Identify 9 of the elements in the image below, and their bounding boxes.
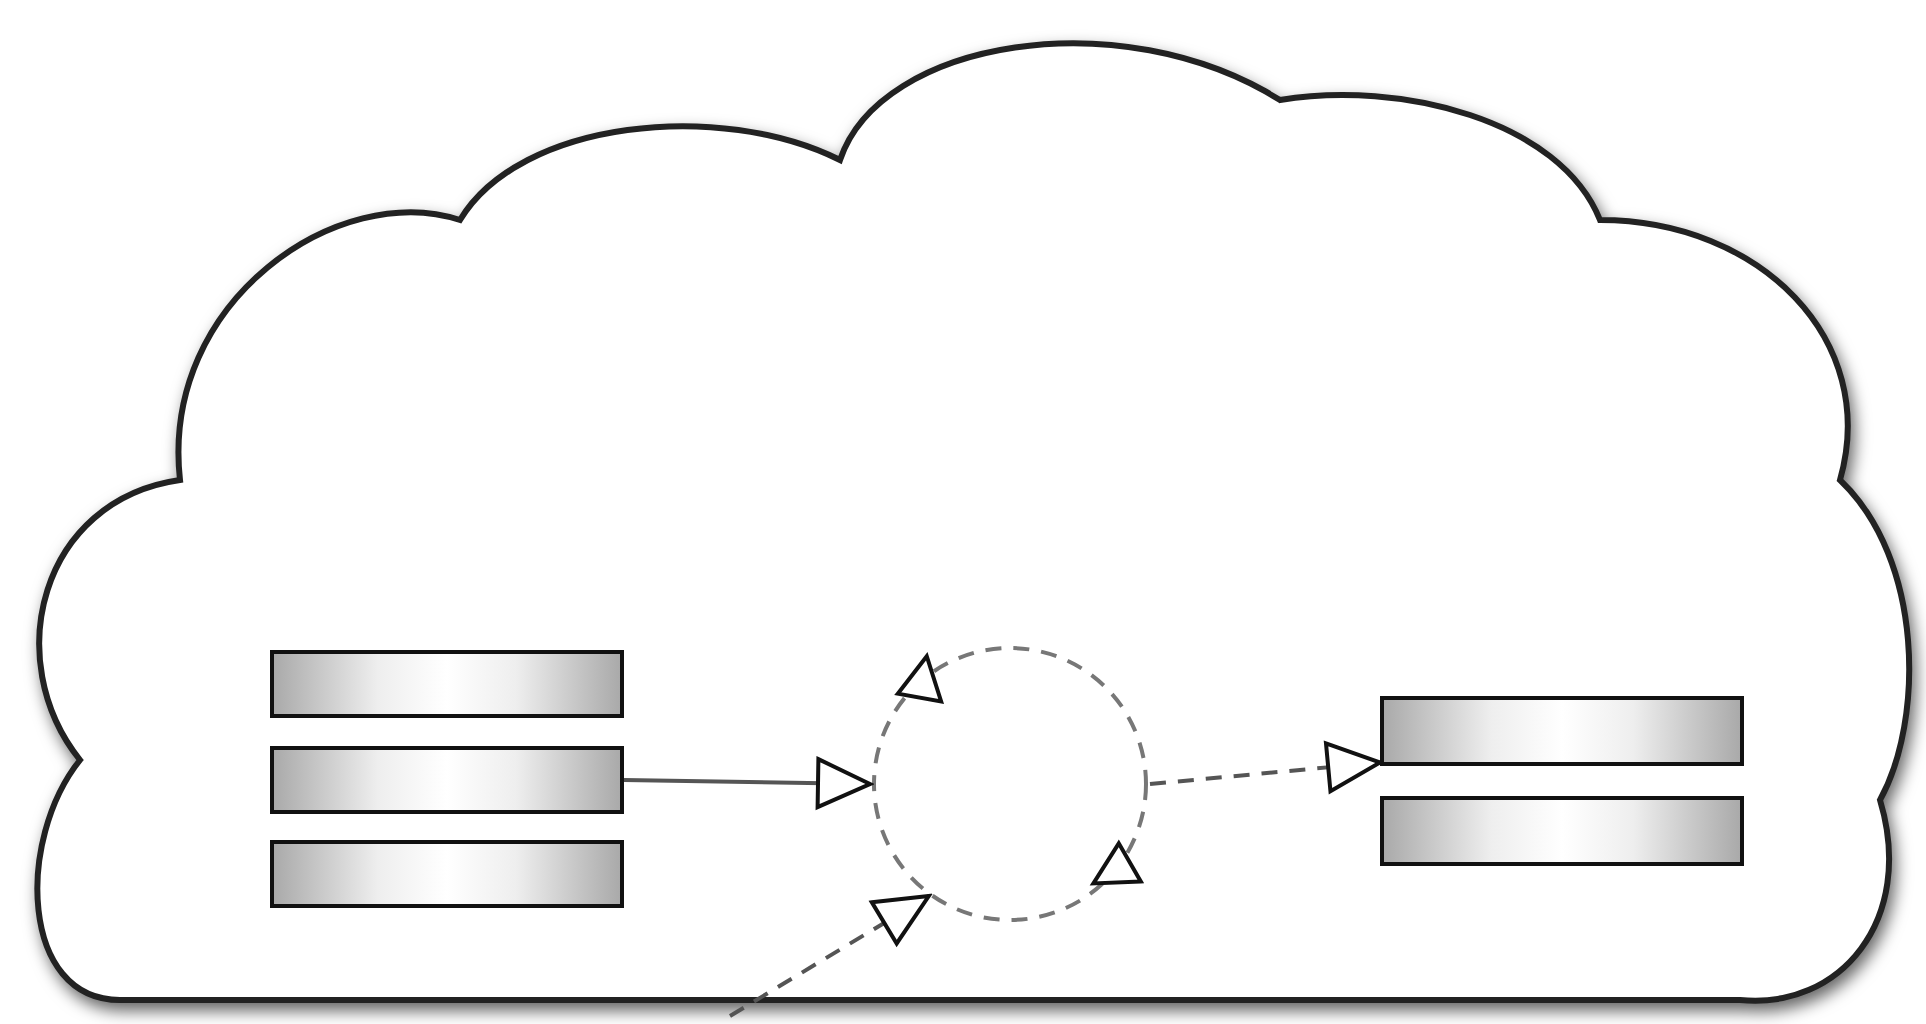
bar	[1380, 696, 1744, 766]
arrow	[1149, 741, 1382, 794]
bar	[270, 840, 624, 908]
bar	[270, 746, 624, 814]
arrow	[623, 757, 872, 810]
loop-circle	[870, 644, 1150, 924]
bar	[1380, 796, 1744, 866]
bar	[270, 650, 624, 718]
arrow	[728, 894, 931, 1018]
